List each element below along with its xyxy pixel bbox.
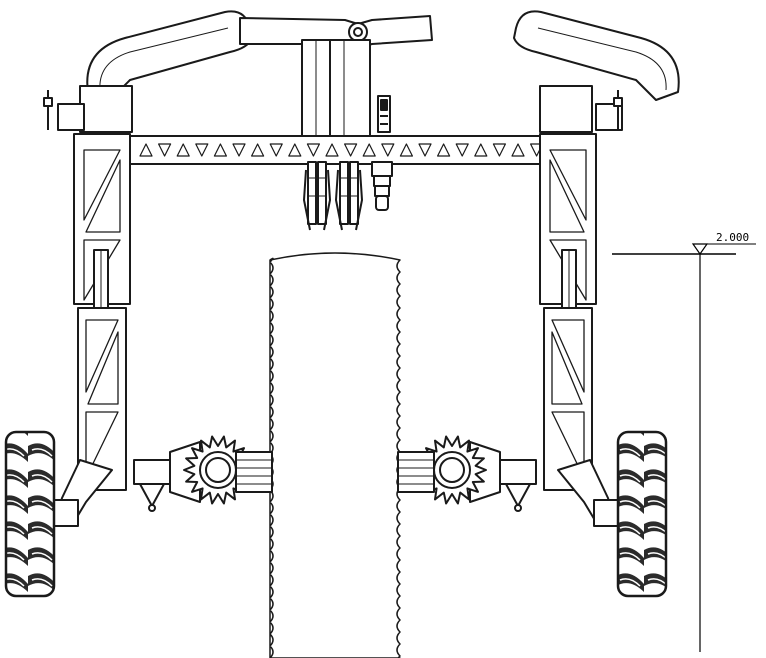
camera-sensor (377, 95, 391, 133)
truss-hole (418, 143, 432, 157)
truss-hole (306, 143, 320, 157)
truss-hole (195, 143, 209, 157)
left-upper-arm (86, 10, 253, 101)
truss-hole (213, 143, 227, 157)
truss-hole (139, 143, 153, 157)
tree-trunk (269, 252, 401, 658)
left-leg (53, 133, 131, 527)
truss-hole (325, 143, 339, 157)
truss-hole (269, 143, 283, 157)
truss-hole (492, 143, 506, 157)
truss-hole (232, 143, 246, 157)
gripper-left (303, 161, 331, 231)
truss-hole (158, 143, 172, 157)
center-mast (301, 39, 371, 141)
truss-hole (437, 143, 451, 157)
truss-crossbar (125, 135, 545, 165)
right-corner-block (539, 85, 623, 133)
elevation-value: 2.000 (716, 231, 749, 244)
truss-hole (362, 143, 376, 157)
truss-hole (399, 143, 413, 157)
truss-hole (344, 143, 358, 157)
gripper-right (335, 161, 363, 231)
right-mecanum-wheel (616, 430, 668, 598)
truss-hole (455, 143, 469, 157)
right-brush-assembly (397, 435, 537, 512)
truss-hole (381, 143, 395, 157)
left-brush-assembly (133, 435, 273, 512)
truss-hole (288, 143, 302, 157)
left-corner-block (43, 85, 133, 133)
right-upper-arm (513, 10, 680, 101)
brush-hub (205, 457, 231, 483)
left-mecanum-wheel (4, 430, 56, 598)
elevation-marker: 2.000 (612, 231, 756, 652)
right-leg (539, 133, 619, 527)
truss-hole (251, 143, 265, 157)
truss-hole (474, 143, 488, 157)
truss-hole (511, 143, 525, 157)
brush-hub (439, 457, 465, 483)
truss-hole (176, 143, 190, 157)
spray-nozzle (371, 161, 393, 211)
